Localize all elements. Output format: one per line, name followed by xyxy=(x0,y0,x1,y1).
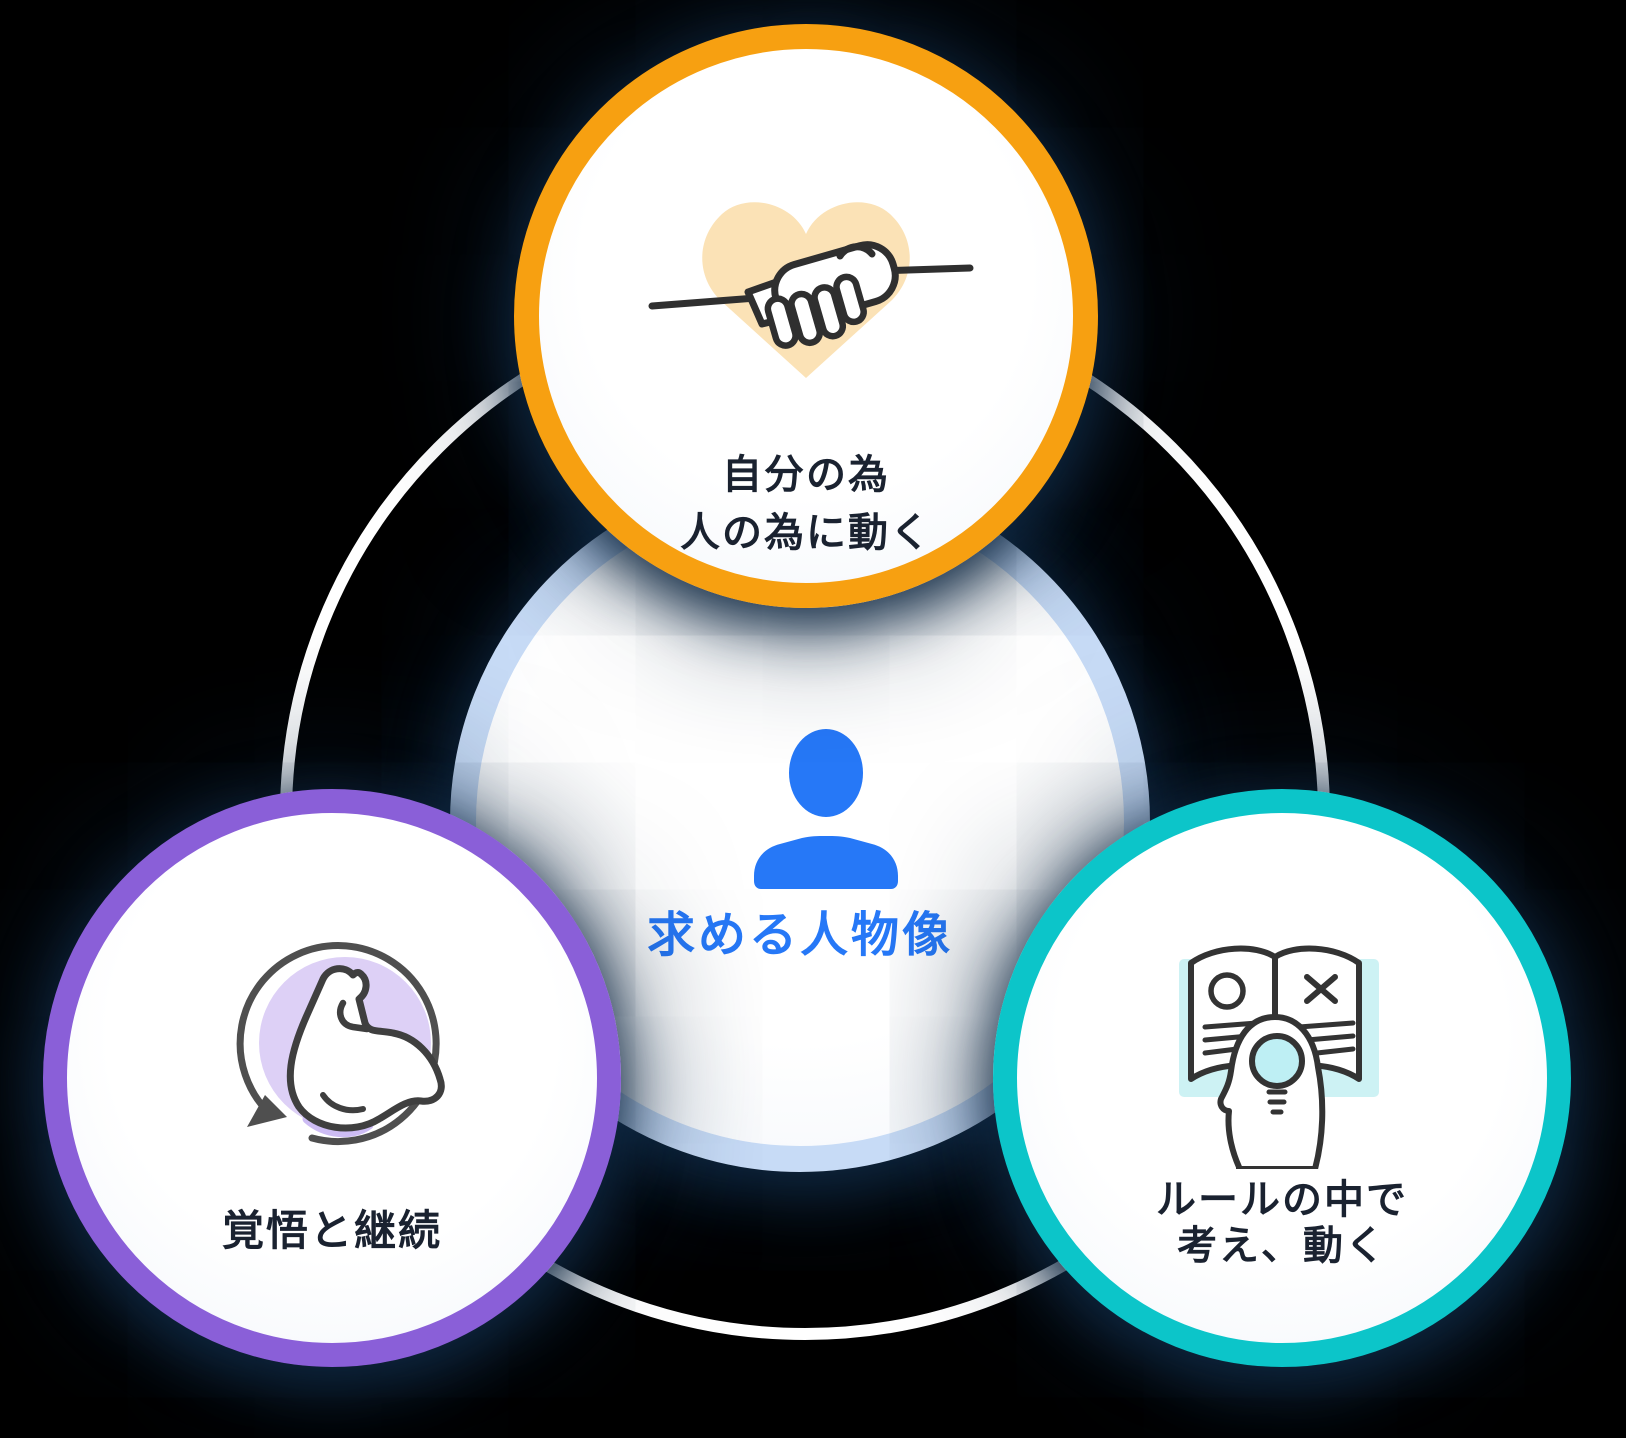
rulebook-idea-icon xyxy=(1179,945,1379,1169)
top-node: 自分の為 人の為に動く xyxy=(514,24,1098,608)
bottom-right-node: ルールの中で 考え、動く xyxy=(993,789,1571,1367)
handshake-heart-icon xyxy=(648,202,974,378)
bottom-left-node: 覚悟と継続 xyxy=(43,789,621,1367)
bottom-right-node-label-line1: ルールの中で xyxy=(1156,1178,1408,1222)
bicep-cycle-icon xyxy=(236,942,445,1146)
top-node-label-line2: 人の為に動く xyxy=(680,511,932,555)
bottom-right-node-label-line2: 考え、動く xyxy=(1177,1224,1387,1268)
bottom-left-node-label: 覚悟と継続 xyxy=(221,1207,442,1254)
bottom-right-node-label: ルールの中で 考え、動く xyxy=(1017,1177,1547,1269)
top-node-label-line1: 自分の為 xyxy=(722,453,890,497)
person-icon xyxy=(754,729,898,889)
top-node-label: 自分の為 人の為に動く xyxy=(539,446,1073,562)
center-node-label: 求める人物像 xyxy=(646,909,953,962)
